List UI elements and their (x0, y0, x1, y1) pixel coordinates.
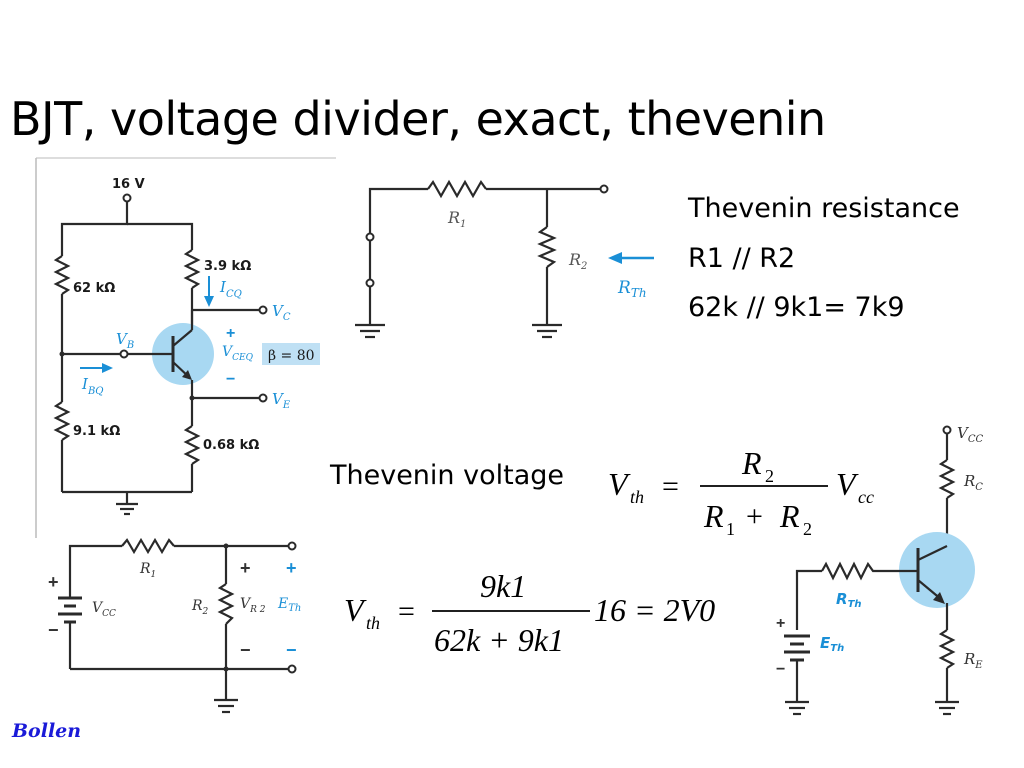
svg-text:2: 2 (803, 519, 812, 539)
bollen-logo: Bollen (12, 720, 82, 742)
svg-text:ETh: ETh (820, 634, 844, 654)
resistor-r1 (53, 255, 71, 295)
beta-box (262, 343, 320, 365)
svg-text:R: R (703, 498, 724, 534)
svg-text:V: V (608, 466, 631, 502)
svg-text:+: + (746, 500, 763, 533)
svg-text:th: th (630, 487, 644, 507)
resistor-rth (821, 561, 878, 581)
main-bjt-circuit: 16 V 62 kΩ 3.9 kΩ ICQ VC VB IBQ + VCEQ −… (35, 157, 336, 538)
svg-text:R2: R2 (191, 598, 209, 617)
svg-text:VCC: VCC (92, 600, 116, 619)
rth-line2: 62k // 9k1= 7k9 (688, 292, 905, 323)
transistor-body (152, 323, 214, 385)
svg-text:−: − (286, 640, 297, 660)
slide-title: BJT, voltage divider, exact, thevenin (10, 92, 826, 146)
svg-text:−: − (240, 640, 251, 660)
svg-text:R: R (741, 445, 762, 481)
svg-text:=: = (398, 595, 415, 628)
svg-text:VB: VB (116, 330, 134, 351)
beta-label: β = 80 (268, 348, 315, 364)
svg-text:−: − (226, 371, 235, 388)
svg-text:R2: R2 (568, 250, 587, 272)
vth-calculation: V th = 9k1 62k + 9k1 16 = 2V0 (344, 568, 715, 658)
resistor-r2 (537, 226, 557, 268)
svg-text:VE: VE (272, 390, 291, 411)
resistor-rc (183, 249, 201, 289)
vth-formula: V th = R 2 R 1 + R 2 V cc (608, 445, 874, 539)
svg-text:+: + (240, 558, 251, 578)
vth-heading: Thevenin voltage (330, 460, 564, 491)
svg-text:2: 2 (765, 466, 774, 486)
svg-text:V: V (836, 466, 859, 502)
svg-text:IBQ: IBQ (81, 375, 103, 397)
equivalent-bjt-circuit: VCC RC RTh + − ETh RE (776, 424, 983, 716)
svg-text:RC: RC (963, 472, 983, 493)
svg-text:VCC: VCC (957, 424, 983, 445)
svg-text:1: 1 (726, 519, 735, 539)
resistor-re (938, 629, 956, 669)
r1-label: 62 kΩ (73, 281, 115, 296)
svg-text:R: R (779, 498, 800, 534)
divider-circuit: R1 + − VCC R2 + VR 2 − + ETh − (48, 537, 301, 714)
svg-text:+: + (776, 615, 785, 632)
svg-text:=: = (662, 470, 679, 503)
r2-label: 9.1 kΩ (73, 424, 120, 439)
svg-text:R1: R1 (447, 208, 466, 230)
svg-text:VC: VC (272, 302, 291, 323)
supply-label: 16 V (112, 177, 145, 192)
svg-text:RE: RE (963, 650, 983, 671)
calc-numerator: 9k1 (480, 568, 526, 604)
svg-text:+: + (48, 572, 59, 592)
resistor-r2 (53, 401, 71, 441)
rth-line1: R1 // R2 (688, 243, 796, 274)
svg-text:ETh: ETh (277, 596, 301, 614)
svg-text:VCEQ: VCEQ (222, 344, 254, 363)
svg-text:R1: R1 (139, 561, 156, 580)
resistor-r2 (217, 583, 235, 625)
svg-text:−: − (48, 620, 59, 640)
resistor-r1 (121, 537, 175, 555)
calc-result: 16 = 2V0 (594, 592, 715, 628)
svg-text:ICQ: ICQ (219, 278, 242, 300)
svg-text:cc: cc (858, 487, 874, 507)
resistor-re (183, 425, 201, 465)
svg-text:−: − (776, 661, 785, 678)
resistor-r1 (427, 179, 487, 199)
re-label: 0.68 kΩ (203, 438, 259, 453)
svg-text:VR 2: VR 2 (240, 596, 266, 615)
svg-text:+: + (226, 325, 235, 342)
rth-heading: Thevenin resistance (688, 193, 960, 224)
svg-text:+: + (286, 558, 297, 578)
calc-denominator: 62k + 9k1 (434, 622, 564, 658)
svg-text:RTh: RTh (617, 278, 647, 300)
svg-text:th: th (366, 613, 380, 633)
resistor-rc (938, 459, 956, 499)
svg-text:RTh: RTh (836, 590, 862, 610)
svg-text:V: V (344, 592, 367, 628)
rth-network: R1 R2 RTh (355, 179, 654, 339)
rc-label: 3.9 kΩ (204, 259, 251, 274)
